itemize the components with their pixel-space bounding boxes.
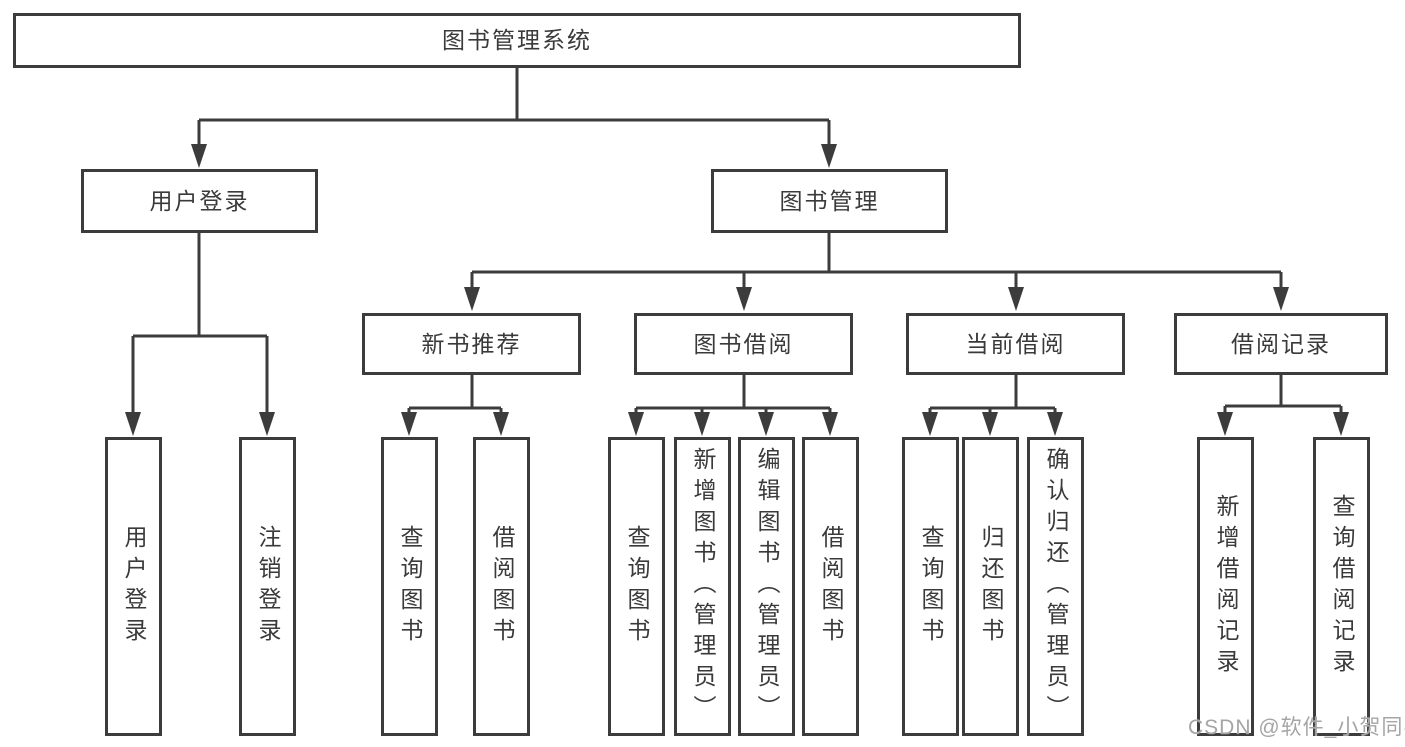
leaf-label: 新增借阅记录: [1213, 493, 1239, 680]
leaf-label: 新增图书（管理员）: [690, 447, 716, 726]
leaf-label: 归还图书: [978, 524, 1004, 649]
node-leaf-query-book-borrow: 查询图书: [608, 437, 665, 736]
node-leaf-edit-book-admin: 编辑图书（管理员）: [738, 437, 795, 736]
leaf-label: 查询借阅记录: [1329, 493, 1355, 680]
leaf-label: 借阅图书: [818, 524, 844, 649]
node-leaf-confirm-return-admin: 确认归还（管理员）: [1027, 437, 1084, 736]
node-new-book-recommend: 新书推荐: [362, 313, 581, 375]
node-borrow-record: 借阅记录: [1174, 313, 1388, 375]
leaf-label: 查询图书: [918, 524, 944, 649]
node-user-login: 用户登录: [81, 169, 318, 233]
node-leaf-query-book-recommend: 查询图书: [381, 437, 438, 736]
node-book-management: 图书管理: [711, 169, 948, 233]
leaf-label: 查询图书: [397, 524, 423, 649]
leaf-label: 借阅图书: [489, 524, 515, 649]
node-leaf-add-borrow-record: 新增借阅记录: [1197, 437, 1254, 736]
node-book-borrow: 图书借阅: [634, 313, 853, 375]
node-leaf-user-login: 用户登录: [105, 437, 162, 736]
leaf-label: 确认归还（管理员）: [1043, 447, 1069, 726]
node-current-borrow: 当前借阅: [906, 313, 1125, 375]
leaf-label: 注销登录: [255, 524, 281, 649]
node-leaf-return-book: 归还图书: [962, 437, 1019, 736]
leaf-label: 查询图书: [624, 524, 650, 649]
node-leaf-query-borrow-record: 查询借阅记录: [1313, 437, 1370, 736]
csdn-watermark: CSDN @软件_小贺同学: [1188, 716, 1405, 739]
node-leaf-add-book-admin: 新增图书（管理员）: [674, 437, 731, 736]
node-library-management-system: 图书管理系统: [13, 13, 1021, 68]
node-leaf-query-book-current: 查询图书: [902, 437, 959, 736]
leaf-label: 用户登录: [121, 524, 147, 649]
node-leaf-borrow-book-recommend: 借阅图书: [473, 437, 530, 736]
node-leaf-logout: 注销登录: [239, 437, 296, 736]
leaf-label: 编辑图书（管理员）: [754, 447, 780, 726]
node-leaf-borrow-book: 借阅图书: [802, 437, 859, 736]
